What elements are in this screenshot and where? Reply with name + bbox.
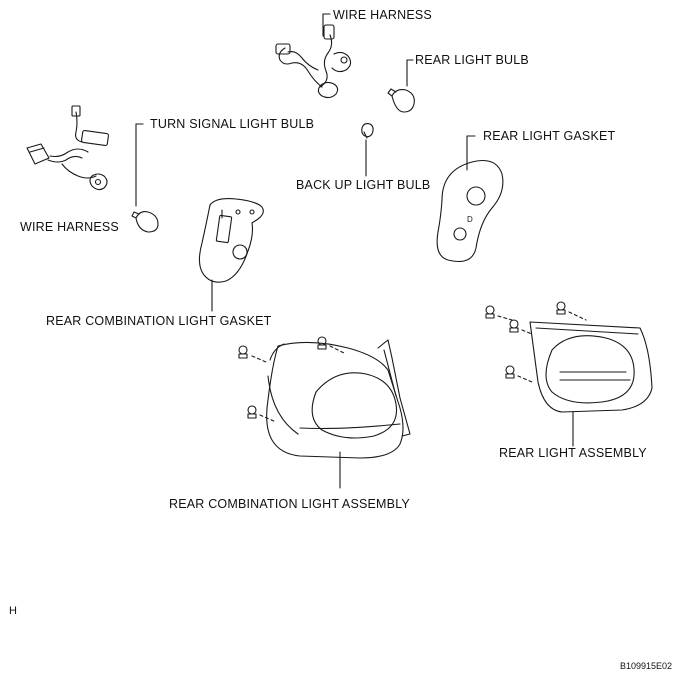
label-wire-harness-top: WIRE HARNESS <box>333 8 432 22</box>
rear-light-gasket-part: D <box>437 161 503 262</box>
rear-light-bulb-part <box>388 89 414 112</box>
label-back-up-light-bulb: BACK UP LIGHT BULB <box>296 178 431 192</box>
wire-harness-top-part <box>276 25 351 98</box>
label-rear-light-gasket: REAR LIGHT GASKET <box>483 129 616 143</box>
label-rear-combination-light-assembly: REAR COMBINATION LIGHT ASSEMBLY <box>169 497 410 511</box>
label-rear-combination-light-gasket: REAR COMBINATION LIGHT GASKET <box>46 314 272 328</box>
back-up-light-bulb-part <box>362 124 373 139</box>
screw-set-left <box>239 337 346 422</box>
rear-light-assembly-part <box>530 322 652 412</box>
turn-signal-light-bulb-part <box>132 212 158 232</box>
svg-text:D: D <box>467 215 473 224</box>
wire-harness-left-part <box>27 106 109 190</box>
label-rear-light-assembly: REAR LIGHT ASSEMBLY <box>499 446 647 460</box>
figure-code: B109915E02 <box>620 661 673 671</box>
label-turn-signal-light-bulb: TURN SIGNAL LIGHT BULB <box>150 117 315 131</box>
rear-combination-light-assembly-part <box>267 340 410 458</box>
screw-set-right <box>486 302 586 382</box>
label-rear-light-bulb: REAR LIGHT BULB <box>415 53 529 67</box>
section-letter: H <box>9 605 17 617</box>
label-wire-harness-left: WIRE HARNESS <box>20 220 119 234</box>
rear-combination-light-gasket-part <box>199 199 263 283</box>
